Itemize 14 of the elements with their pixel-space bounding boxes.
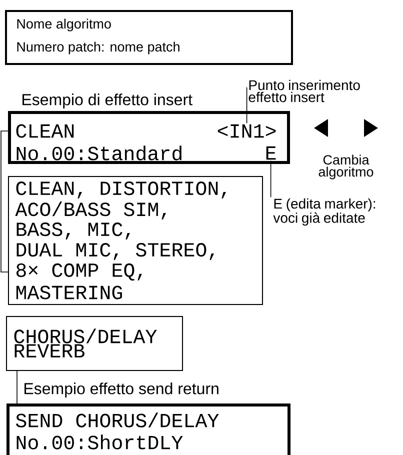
- node-label: Esempio di effetto insert: [22, 94, 192, 108]
- leader-line: [16, 370, 18, 406]
- leader-line: [270, 160, 272, 198]
- caption-text: Cambia algoritmo: [318, 154, 374, 180]
- option-list-box: CLEAN, DISTORTION, ACO/BASS SIM, BASS, MIC, DUAL MIC, STEREO, 8× COMP EQ, MASTERING: [8, 176, 263, 305]
- leader-line: [0, 130, 8, 272]
- option-list-box: CHORUS/DELAY REVERB: [6, 316, 183, 371]
- insert-point-text: <IN1>: [218, 124, 276, 138]
- callout-text: Punto inserimento effetto insert: [248, 80, 360, 102]
- callout-text: E (edita marker): voci già editate: [273, 198, 376, 226]
- info-box: Nome algoritmo Numero patch: nome patch: [5, 10, 293, 65]
- edit-marker-text: E: [266, 146, 276, 160]
- display-screen: Esempio effetto send return SEND CHORUS/DELAY No.00:ShortDLY: [6, 382, 290, 455]
- leader-line: [246, 87, 248, 124]
